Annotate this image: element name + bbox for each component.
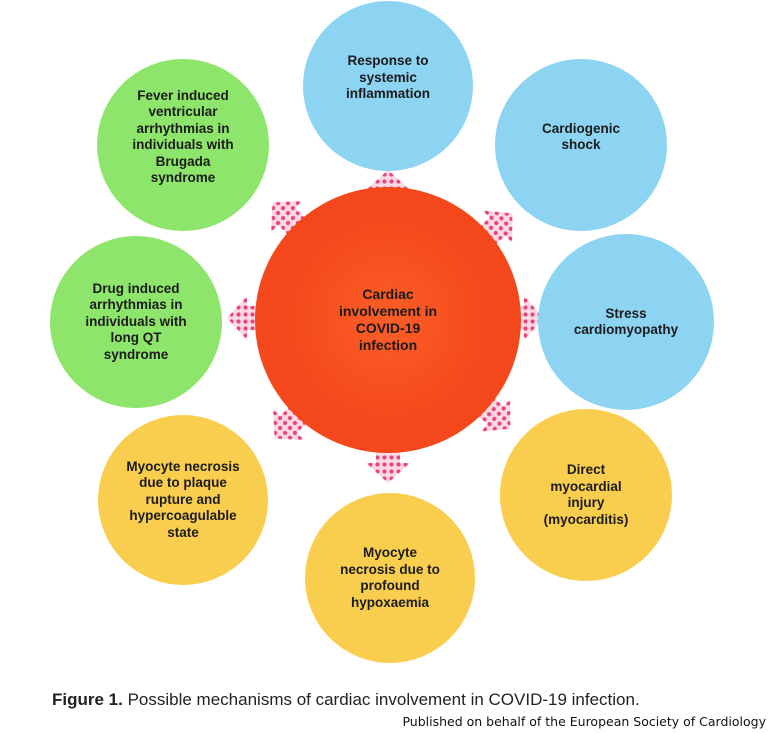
mechanisms-diagram <box>50 1 714 663</box>
figure-caption: Figure 1. Possible mechanisms of cardiac… <box>52 690 640 710</box>
node-circle-hypoxaemia-necrosis <box>305 493 475 663</box>
center-inner-disc <box>285 217 491 423</box>
node-circle-stress-cardiomyopathy <box>538 234 714 410</box>
node-circle-cardiogenic-shock <box>495 59 667 231</box>
node-circle-systemic-inflammation <box>303 1 473 171</box>
node-circle-plaque-rupture-necrosis <box>98 415 268 585</box>
arrow-hypoxaemia-necrosis <box>366 445 410 483</box>
node-circle-fever-induced-arrhythmias <box>97 59 269 231</box>
node-circle-direct-myocardial-injury <box>500 409 672 581</box>
caption-prefix: Figure 1. <box>52 690 123 709</box>
center-label: Cardiac involvement in COVID-19 infectio… <box>338 286 438 353</box>
node-circle-drug-induced-arrhythmias <box>50 236 222 408</box>
caption-text: Possible mechanisms of cardiac involveme… <box>122 690 640 709</box>
publisher-credit: Published on behalf of the European Soci… <box>402 714 766 729</box>
